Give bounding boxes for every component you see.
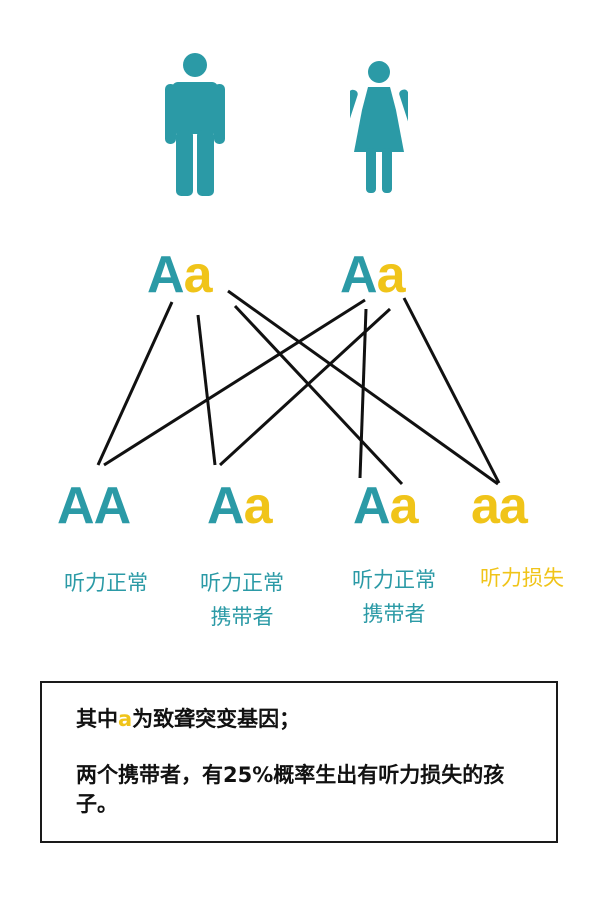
cross-line: [218, 307, 392, 467]
mother-genotype: Aa: [340, 246, 406, 304]
allele-recessive: a: [183, 246, 213, 304]
cross-line: [233, 304, 404, 486]
cross-line: [358, 308, 368, 479]
allele: a: [389, 477, 419, 535]
cross-line: [402, 297, 501, 484]
offspring-label-1: 听力正常: [50, 566, 162, 600]
label-line: 听力损失: [480, 566, 564, 590]
label-line: 听力正常: [352, 568, 436, 592]
note-line-2: 两个携带者，有25%概率生出有听力损失的孩子。: [76, 763, 505, 816]
cross-line: [196, 314, 217, 466]
allele: a: [498, 477, 528, 535]
allele: a: [243, 477, 273, 535]
note-text: 其中: [76, 707, 118, 731]
label-line: 听力正常: [64, 571, 148, 595]
offspring-label-2: 听力正常 携带者: [186, 566, 298, 634]
allele-recessive: a: [376, 246, 406, 304]
allele: A: [93, 477, 132, 535]
allele: A: [207, 477, 245, 535]
offspring-label-3: 听力正常 携带者: [338, 563, 450, 631]
female-person-icon: [350, 61, 408, 193]
label-line: 听力正常: [200, 571, 284, 595]
allele: A: [353, 477, 391, 535]
cross-line: [103, 298, 366, 467]
allele-dominant: A: [340, 246, 378, 304]
offspring-genotype-4: aa: [471, 477, 528, 535]
offspring-genotype-3: Aa: [353, 477, 419, 535]
father-genotype: Aa: [147, 246, 213, 304]
male-person-icon: [165, 53, 225, 196]
recessive-gene-highlight: a: [118, 707, 133, 731]
allele-dominant: A: [147, 246, 185, 304]
allele: A: [57, 477, 95, 535]
cross-line: [96, 301, 174, 466]
offspring-genotype-1: AA: [57, 477, 132, 535]
explanation-box: 其中a为致聋突变基因； 两个携带者，有25%概率生出有听力损失的孩子。: [40, 681, 558, 843]
allele: a: [471, 477, 500, 535]
label-line: 携带者: [210, 605, 274, 629]
offspring-genotype-2: Aa: [207, 477, 273, 535]
label-line: 携带者: [362, 602, 426, 626]
note-line-1: 其中a为致聋突变基因；: [76, 705, 536, 734]
note-text: 为致聋突变基因；: [132, 707, 301, 731]
offspring-label-4: 听力损失: [466, 561, 578, 595]
